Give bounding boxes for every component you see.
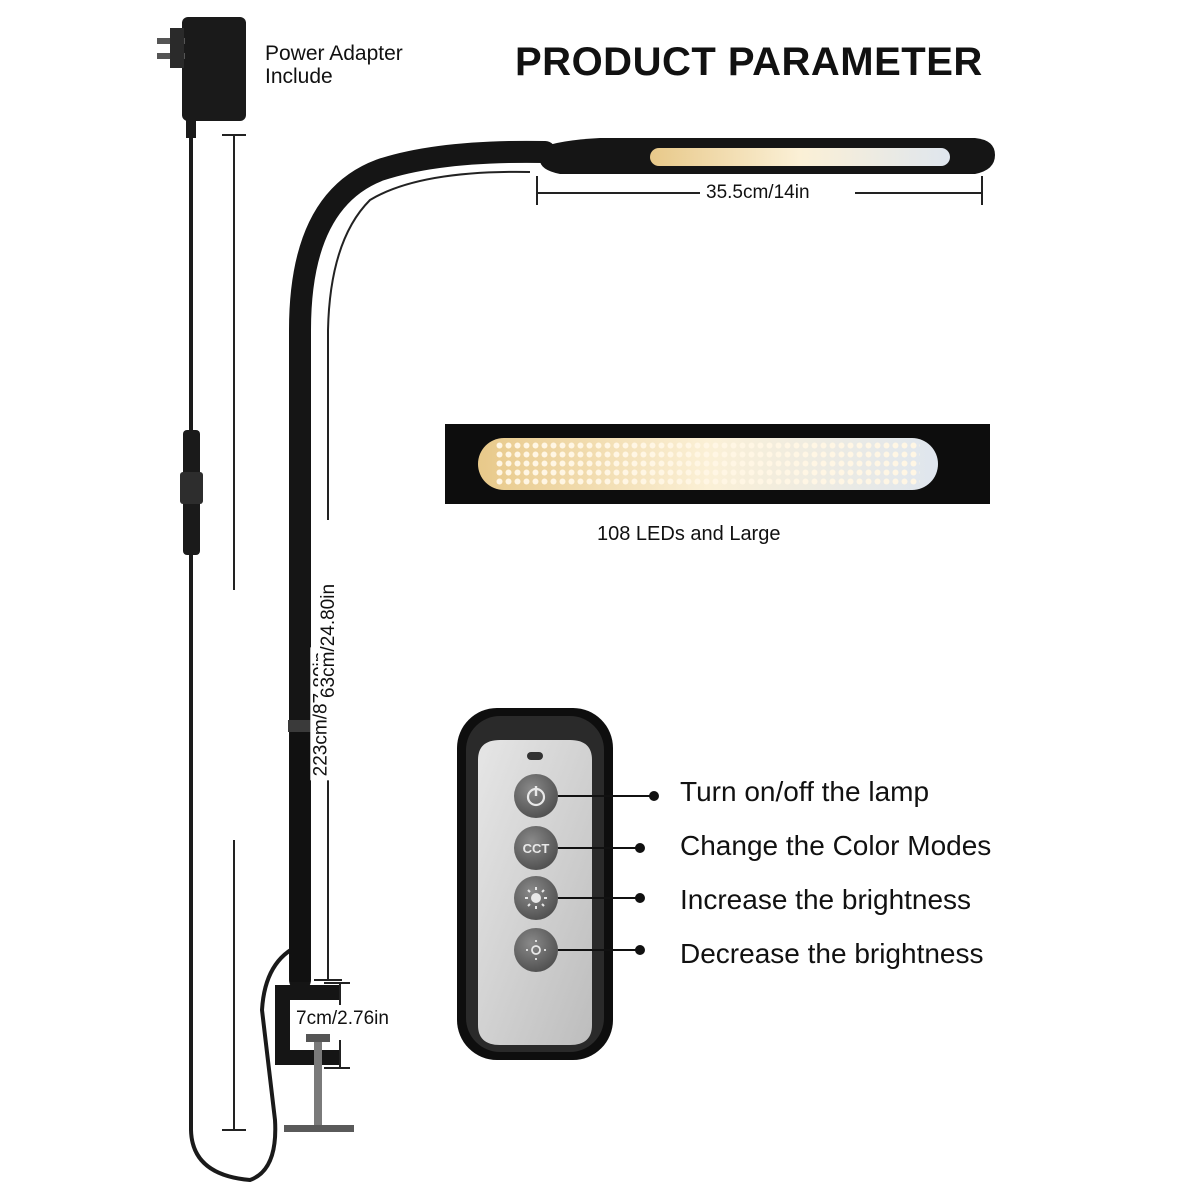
clamp-opening-dimension: [324, 982, 350, 1069]
head-length-dimension: [536, 176, 983, 205]
cct-icon: CCT: [523, 841, 550, 856]
led-panel: [445, 424, 990, 504]
adapter-label-line1: Power Adapter: [265, 42, 403, 65]
head-length-label: 35.5cm/14in: [700, 182, 816, 204]
brightness-down-icon: [526, 940, 546, 960]
label-change-color-modes: Change the Color Modes: [680, 830, 992, 861]
remote-leader-lines: [558, 791, 659, 955]
remote-button-power[interactable]: [514, 774, 558, 818]
label-turn-on-off: Turn on/off the lamp: [680, 776, 930, 807]
label-decrease-brightness: Decrease the brightness: [680, 938, 984, 969]
desk-clamp: [275, 985, 354, 1132]
remote-button-brightness-up[interactable]: [514, 876, 558, 920]
lamp-head: [540, 138, 995, 174]
power-adapter: [157, 17, 246, 138]
arm-length-label: 63cm/24.80in: [318, 579, 341, 703]
label-increase-brightness: Increase the brightness: [680, 884, 972, 915]
power-cord: [189, 138, 301, 1183]
adapter-label: Power Adapter Include: [265, 42, 445, 88]
remote-button-brightness-down[interactable]: [514, 928, 558, 972]
adapter-label-line2: Include: [265, 65, 333, 88]
clamp-opening-label: 7cm/2.76in: [296, 1008, 389, 1030]
total-height-dimension: [222, 134, 246, 1131]
lamp-arm: [289, 140, 556, 991]
remote-button-cct[interactable]: CCT: [514, 826, 558, 870]
page-title: PRODUCT PARAMETER: [515, 40, 983, 84]
led-panel-caption: 108 LEDs and Large: [597, 523, 781, 545]
brightness-up-icon: [525, 887, 547, 909]
arm-collar: [288, 720, 312, 732]
